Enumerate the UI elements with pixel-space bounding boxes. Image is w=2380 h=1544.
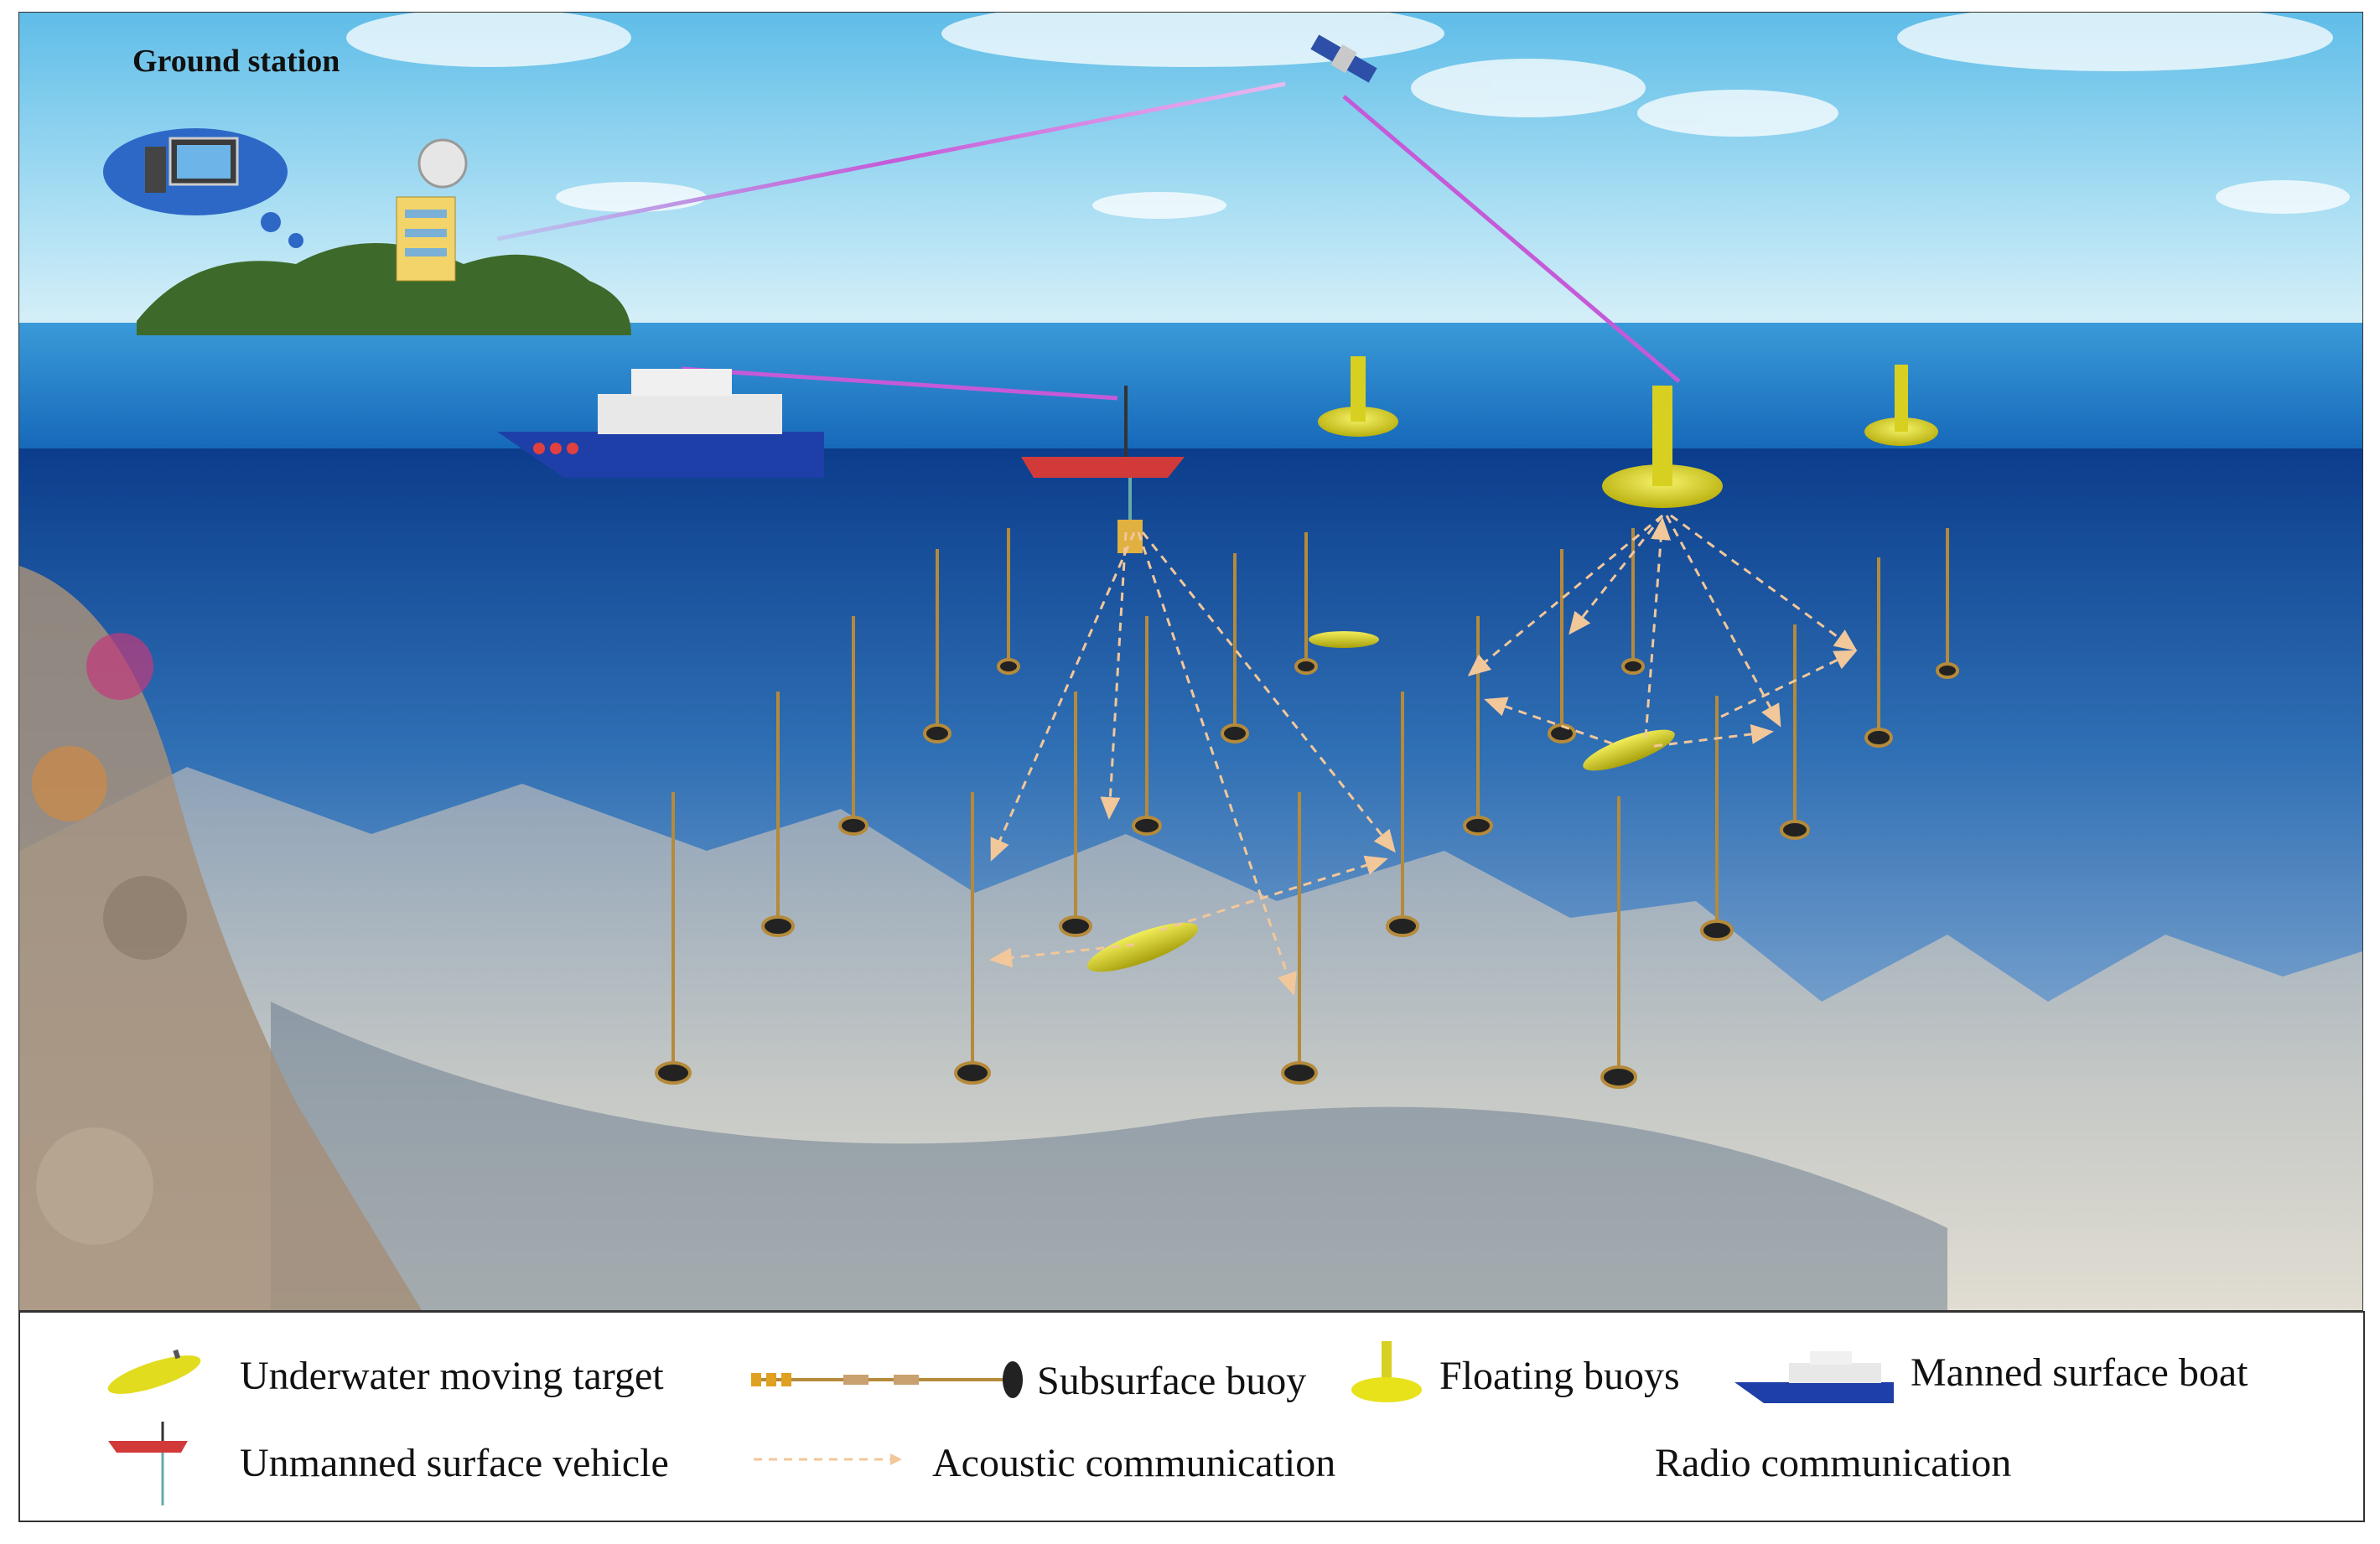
ground-station-label: Ground station [132, 44, 340, 79]
legend-acoustic: Acoustic communication [932, 1441, 1336, 1485]
usv-icon [108, 1422, 188, 1505]
coral-cliff [19, 566, 422, 1310]
subsurface-buoy [1864, 557, 1893, 748]
underwater-target [1086, 922, 1199, 972]
legend-subsurface-buoy: Subsurface buoy [1037, 1359, 1307, 1403]
subsurface-buoy [838, 616, 869, 836]
manned-boat-icon [1734, 1351, 1894, 1403]
seabed-trench [271, 1002, 1947, 1310]
underwater-target [1583, 729, 1675, 771]
subsurface-buoy [1221, 553, 1249, 744]
subsurface-buoy [1386, 692, 1419, 937]
subsurface-buoy [1463, 616, 1493, 836]
acoustic-links [989, 514, 1858, 996]
underwater-target [1309, 631, 1379, 648]
scene-illustration [19, 13, 2362, 1310]
subsurface-buoy [1621, 528, 1645, 675]
ground-station-building [396, 138, 468, 282]
floating-buoy-icon [1351, 1341, 1422, 1402]
legend-underwater-target: Underwater moving target [240, 1354, 664, 1398]
subsurface-buoy [1700, 696, 1734, 941]
satellite-dish-icon [417, 138, 468, 189]
subsurface-buoys [655, 528, 1959, 1089]
subsurface-buoy [1059, 692, 1092, 937]
island [137, 243, 631, 335]
radio-line-icon [1429, 1457, 1617, 1462]
legend: Underwater moving target Subsurface buoy… [18, 1311, 2365, 1522]
computer-cloud-icon [103, 128, 303, 248]
sea-surface [19, 323, 2362, 457]
floating-buoy [1864, 365, 1938, 446]
subsurface-buoy [954, 792, 991, 1085]
subsurface-buoy-icon [751, 1361, 1023, 1398]
subsurface-buoy [1281, 792, 1318, 1085]
subsurface-buoy [761, 692, 795, 937]
floating-buoy [1602, 386, 1723, 508]
manned-boat [497, 369, 824, 478]
legend-floating-buoys: Floating buoys [1439, 1354, 1680, 1398]
subsurface-buoy [1294, 532, 1318, 675]
unmanned-surface-vehicle [1021, 386, 1185, 553]
satellite-icon [1310, 34, 1377, 83]
subsurface-buoy [1936, 528, 1959, 679]
subsurface-buoy [923, 549, 951, 744]
legend-manned-boat: Manned surface boat [1911, 1350, 2248, 1395]
coral-reef [32, 633, 187, 1245]
floating-buoy [1318, 356, 1398, 437]
subsurface-buoy [655, 792, 692, 1085]
legend-radio: Radio communication [1655, 1441, 2012, 1485]
subsurface-buoy [1600, 796, 1637, 1089]
seabed [19, 767, 2362, 1310]
subsurface-buoy [997, 528, 1020, 675]
ocean-network-scene: Ground station [18, 12, 2363, 1311]
underwater-target-icon [107, 1349, 201, 1394]
subsurface-buoy [1132, 616, 1162, 836]
legend-usv: Unmanned surface vehicle [240, 1441, 669, 1485]
radio-links [496, 81, 1681, 401]
acoustic-line-icon [754, 1453, 902, 1465]
subsurface-buoy [1780, 624, 1810, 840]
clouds [346, 13, 2350, 219]
